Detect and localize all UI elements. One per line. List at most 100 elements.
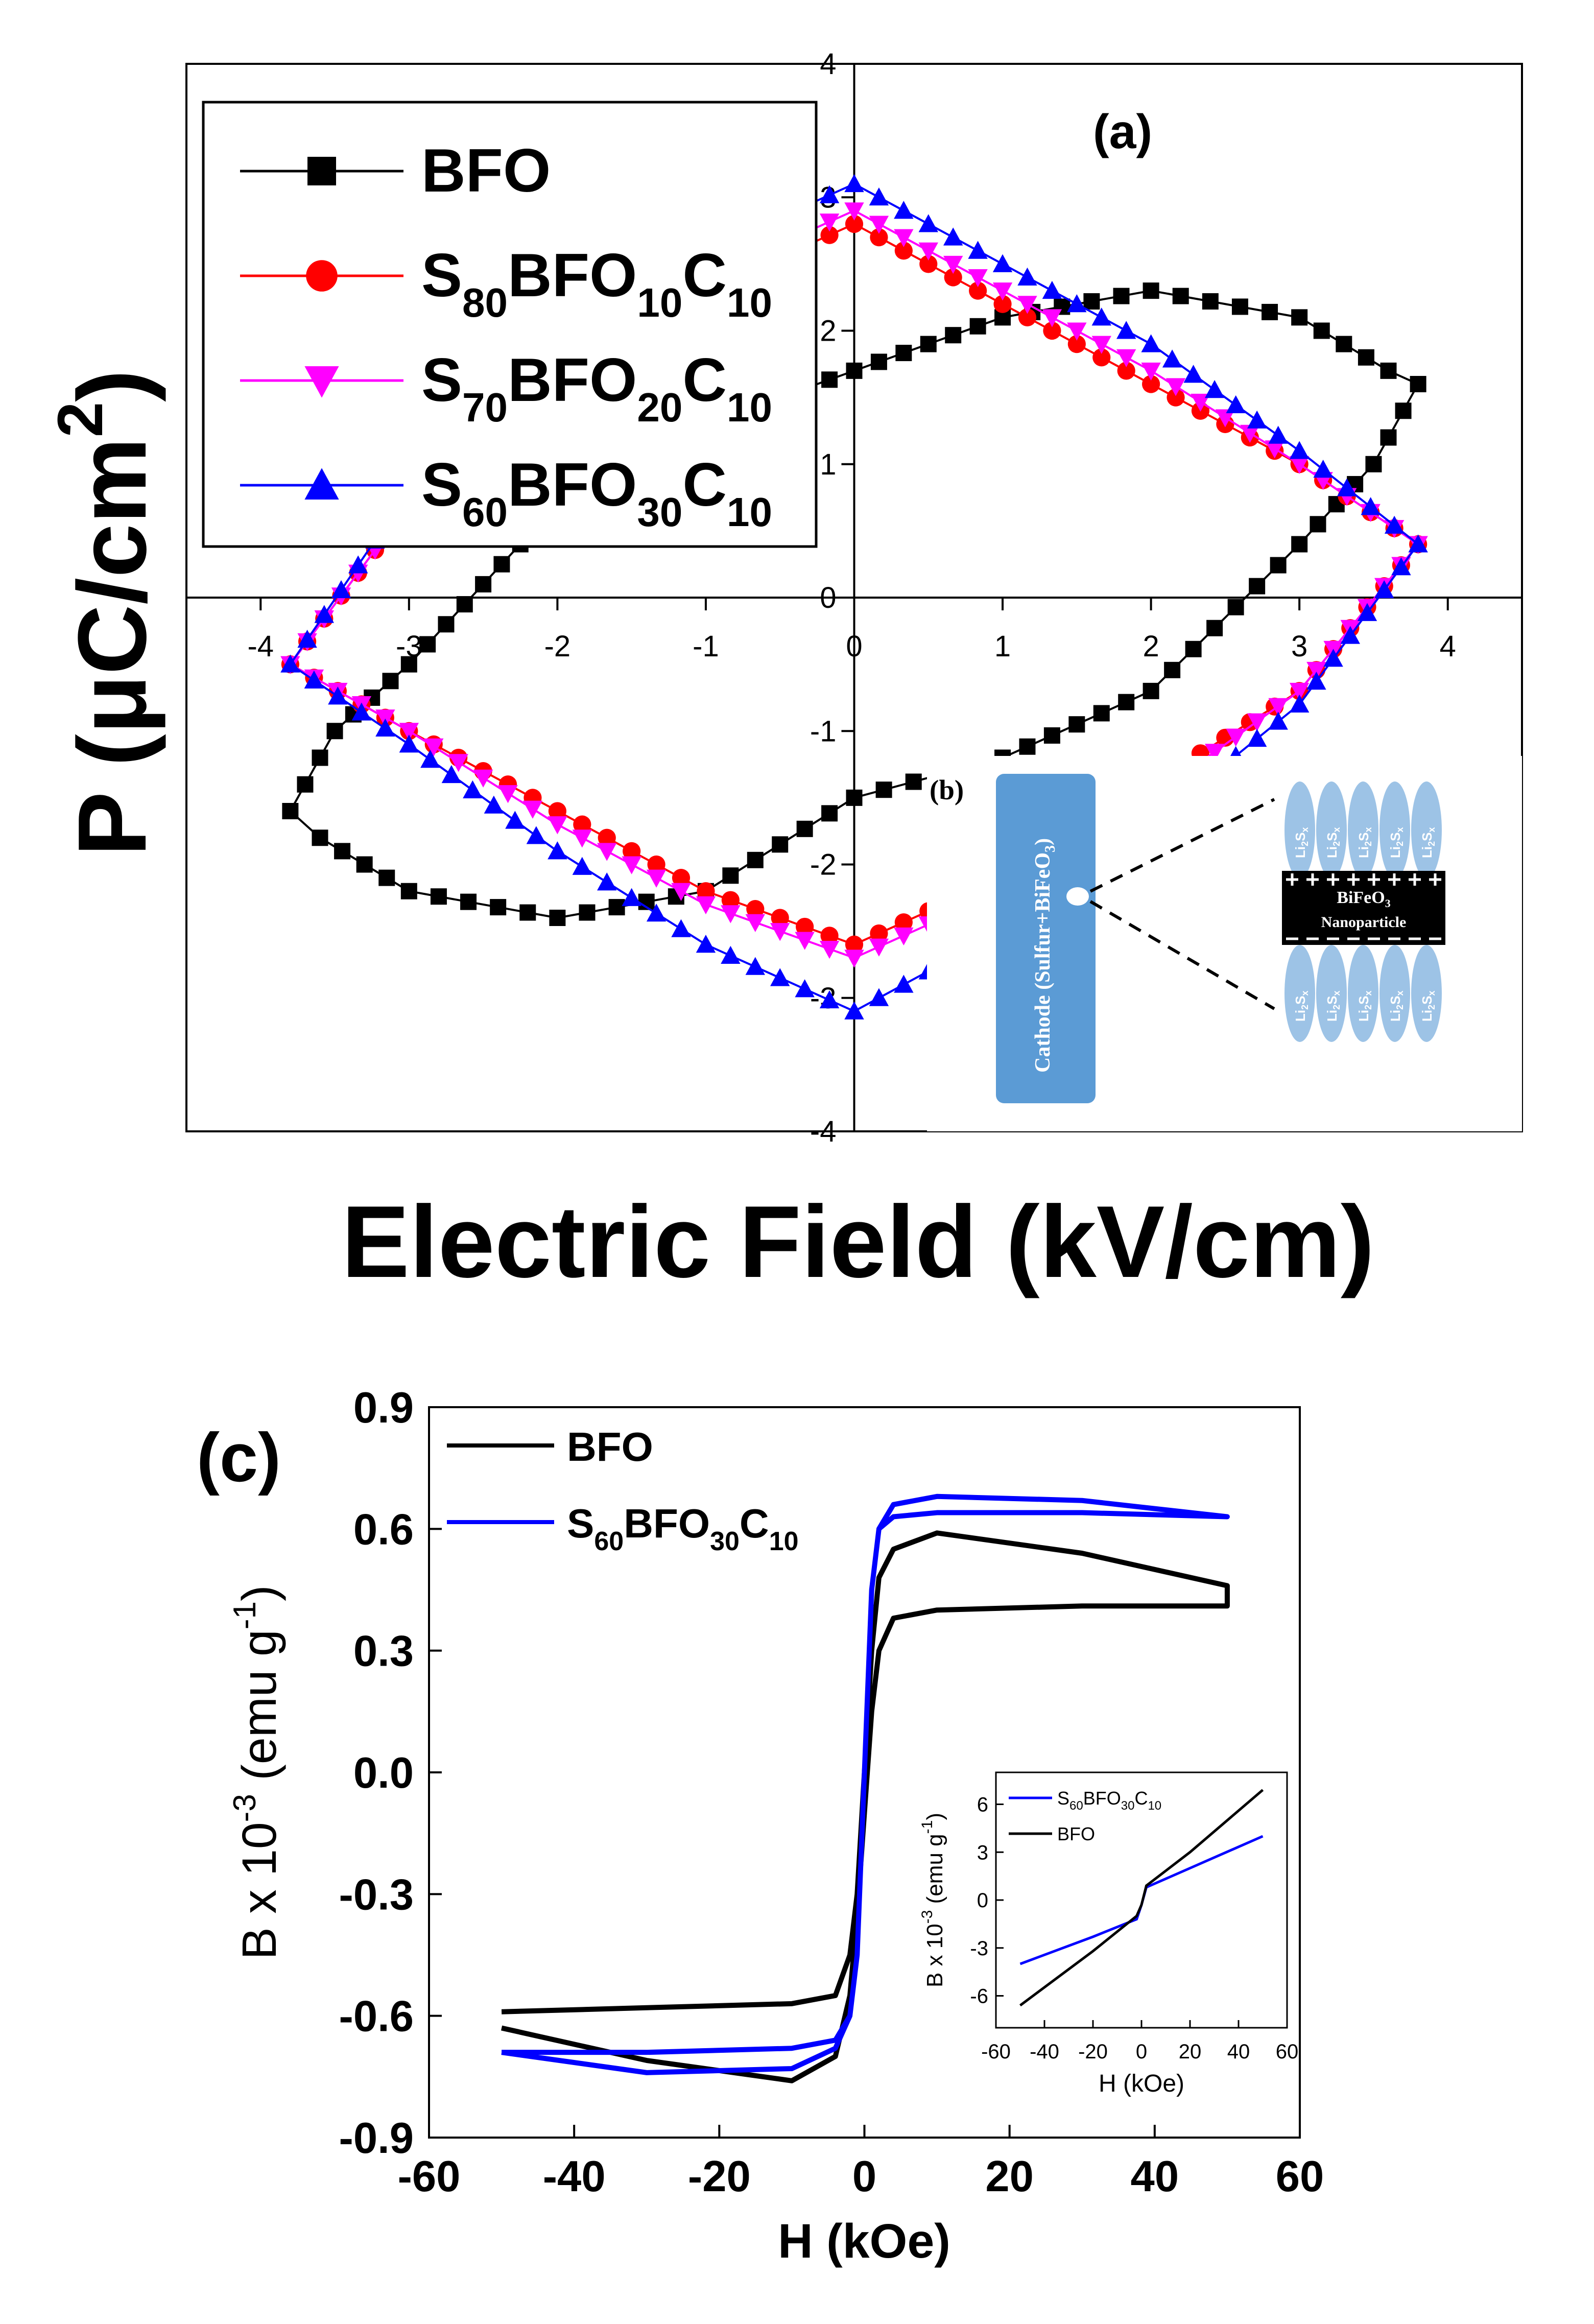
positive-charges [1286,873,1441,886]
data-point [548,841,567,860]
x-tick-label: 0 [852,2152,876,2201]
polysulfide-li: Li [1419,1010,1435,1022]
zoom-line-bottom [1089,900,1275,1010]
x-tick-label: 3 [1291,630,1307,663]
data-point [820,226,839,244]
legend-subscript: 30 [637,489,682,535]
legend-text: C [682,346,727,414]
data-point [1042,280,1062,299]
panel-a-xlabel: Electric Field (kV/cm) [342,1185,1375,1299]
data-point [1067,335,1086,353]
polysulfide-x: x [1395,827,1405,833]
data-point [1202,293,1219,310]
data-point [623,842,641,860]
data-point [448,754,468,772]
data-point [846,362,863,379]
polysulfide-label: Li2Sx [1356,827,1373,858]
data-point [1231,298,1248,315]
data-point [1116,321,1136,339]
polysulfide-x: x [1395,991,1405,996]
data-point [969,318,986,335]
panel-c-ylabel: B x 10-3 (emu g-1) [227,1585,287,1959]
data-point [821,805,838,822]
polysulfide-ellipse [1284,945,1315,1042]
data-point [375,709,395,728]
polysulfide-x: x [1363,827,1373,833]
x-tick-label: 1 [994,630,1011,663]
data-point [1361,497,1381,515]
polysulfide-label: Li2Sx [1324,827,1342,858]
y-tick-label: 2 [820,315,836,348]
data-point [438,616,455,633]
data-point [572,857,592,875]
data-point [400,883,417,899]
polysulfide-ellipse [1316,945,1347,1042]
data-point [820,927,839,945]
data-point [943,227,963,246]
polysulfide-li: Li [1356,846,1371,858]
legend-text: C [1134,1788,1148,1809]
polysulfide-li: Li [1324,846,1340,858]
polysulfide-x: x [1426,827,1437,833]
polysulfide-label: Li2Sx [1419,991,1437,1022]
data-point [399,734,419,753]
data-point [771,909,789,927]
data-point [1291,309,1308,326]
polysulfide-x: x [1331,991,1342,996]
data-point [1391,557,1411,576]
data-point [894,201,914,219]
legend-label: BFO [567,1424,653,1469]
nanoparticle-label-2: Nanoparticle [1321,914,1407,931]
data-point [870,353,887,370]
polysulfide-li: Li [1324,1010,1340,1022]
polysulfide-sub: 2 [1426,841,1437,846]
data-point [919,255,938,273]
polysulfide-sub: 2 [1426,1005,1437,1010]
legend-subscript: 60 [462,489,508,535]
data-point [1143,682,1159,699]
data-point [1247,728,1267,747]
data-point [473,769,493,788]
data-point [573,815,591,834]
data-point [869,938,889,957]
legend-marker [307,157,336,185]
data-point [1384,515,1405,534]
y-tick-label: -2 [810,848,837,882]
polysulfide-li: Li [1293,1010,1308,1022]
data-point [722,867,739,884]
data-point [572,829,592,848]
data-point [844,950,864,968]
data-point [944,268,962,287]
data-point [1043,321,1061,340]
data-point [549,910,566,926]
data-point [1092,348,1111,367]
data-point [1215,409,1235,428]
polysulfide-x: x [1300,827,1310,833]
polysulfide-x: x [1331,827,1342,833]
data-point [1116,349,1136,367]
legend-subscript: 30 [710,1527,740,1556]
data-point [1113,288,1130,304]
data-point [1226,395,1246,414]
polysulfide-label: Li2Sx [1356,991,1373,1022]
legend-subscript: 10 [727,489,772,535]
data-point [1162,349,1182,368]
inset-y-tick-label: -6 [970,1985,988,2008]
inset-y-tick-label: -3 [970,1937,988,1960]
data-point [1291,536,1308,553]
x-tick-label: -1 [693,630,719,663]
data-point [1068,716,1085,733]
legend-label: S60BFO30C10 [421,450,772,535]
data-point [382,673,399,690]
x-tick-label: 20 [985,2152,1034,2201]
data-point [844,1001,864,1019]
polysulfide-x: x [1300,991,1310,996]
data-point [1340,626,1360,644]
data-point [1185,641,1202,657]
data-point [1042,309,1062,327]
legend-text: S [421,450,462,519]
polysulfide-label: Li2Sx [1388,827,1405,858]
data-point [770,968,790,986]
